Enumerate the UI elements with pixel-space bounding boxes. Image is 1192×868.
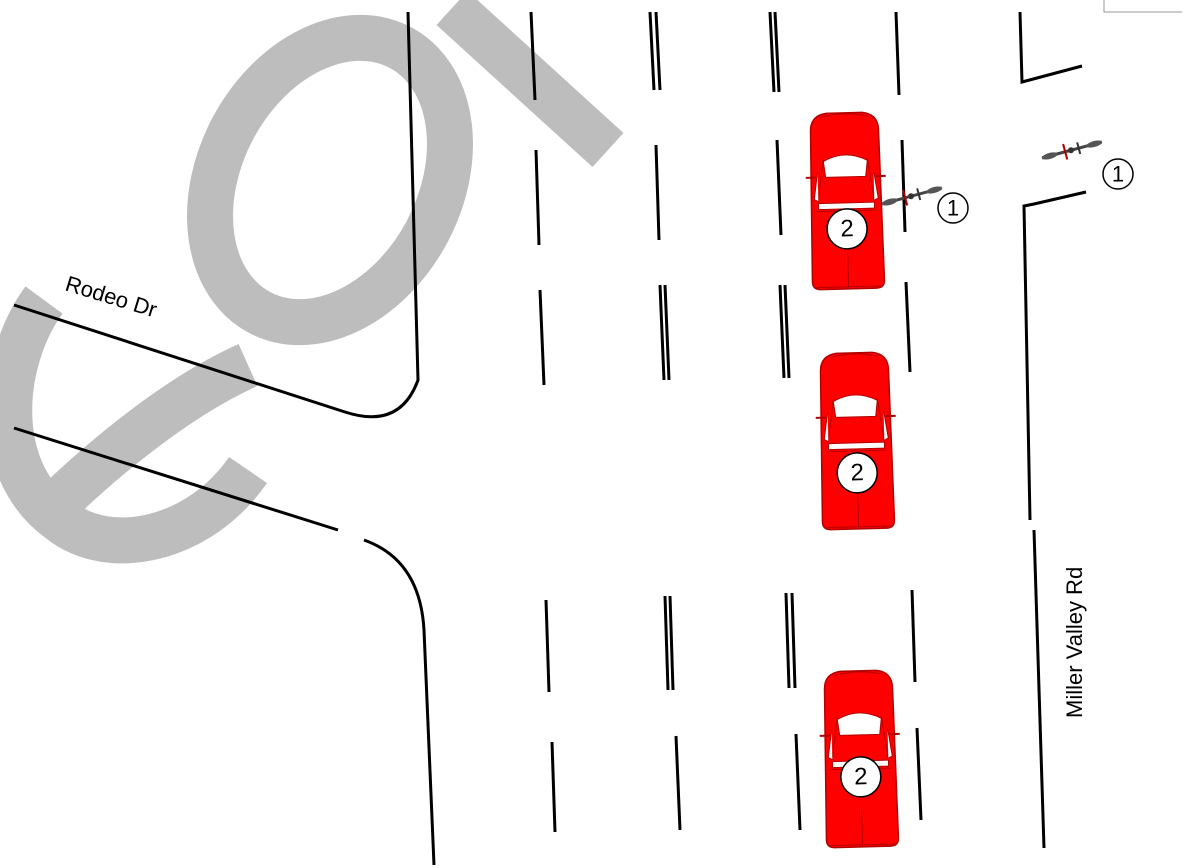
vehicle-2-number: 2 <box>854 763 868 790</box>
miller-valley-rd-label: Miller Valley Rd <box>1062 567 1087 718</box>
cyclist-1-position-1: 1 <box>1038 132 1134 190</box>
cyclist-1-position-2: 1 <box>878 178 969 224</box>
vehicle-2-position-3: 2 <box>817 668 904 849</box>
miller-valley-lanes-upper <box>529 11 1087 521</box>
bicycle-icon <box>1038 132 1106 168</box>
rodeo-dr-label: Rodeo Dr <box>63 271 160 322</box>
vehicle-2-number: 2 <box>850 459 864 486</box>
bicycle-icon <box>878 178 946 214</box>
frame-corner <box>1103 0 1182 13</box>
vehicle-2-position-1: 2 <box>803 110 890 291</box>
pickup-truck-icon <box>803 110 890 291</box>
vehicle-2-position-2: 2 <box>813 350 900 531</box>
pickup-truck-icon <box>813 350 900 531</box>
watermark <box>0 0 624 564</box>
vehicle-2-number: 2 <box>840 215 854 242</box>
cyclist-1-number: 1 <box>947 196 959 221</box>
miller-valley-lanes-lower <box>544 529 1046 849</box>
cyclist-1-number: 1 <box>1112 162 1124 187</box>
rodeo-dr-road <box>13 11 436 866</box>
